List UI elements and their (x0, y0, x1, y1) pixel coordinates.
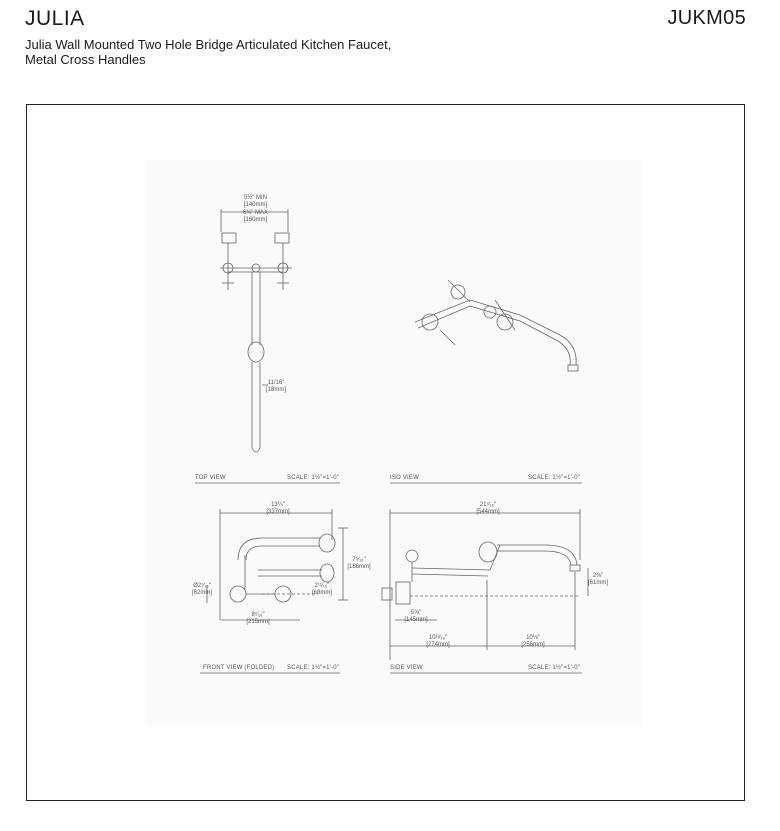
top-spout-in: 11/16" (267, 380, 285, 386)
side-spout-dimension: 10⅛" [256mm] (513, 635, 553, 649)
side-reach-dimension: 21⁷⁄₁₆" [544mm] (468, 502, 508, 516)
side-view-scale: SCALE: 1½"=1'-0" (528, 665, 581, 671)
front-offset-in: 2¹¹⁄₁₆" (314, 583, 330, 589)
front-view-label: FRONT VIEW (FOLDED) (203, 665, 275, 671)
side-drop-in: 2⅜" (592, 573, 604, 579)
top-spout-mm: [18mm] (265, 387, 286, 393)
side-body-mm: [145mm] (404, 617, 428, 623)
side-view-drawing (381, 509, 589, 660)
product-title: JULIA (25, 7, 85, 30)
top-view-label: TOP VIEW (195, 475, 226, 481)
front-base-dimension: 8⁷⁄₁₆" [215mm] (240, 612, 276, 626)
iso-view-scale: SCALE: 1½"=1'-0" (528, 475, 581, 481)
drawing-frame (26, 104, 745, 801)
iso-view-label: ISO VIEW (390, 475, 419, 481)
front-view-drawing (206, 509, 348, 621)
side-mid-mm: [274mm] (426, 642, 450, 648)
model-number: JUKM05 (667, 7, 746, 29)
side-reach-in: 21⁷⁄₁₆" (479, 502, 497, 508)
side-mid-dimension: 10¹³⁄₁₆" [274mm] (418, 635, 458, 649)
product-subtitle: Julia Wall Mounted Two Hole Bridge Artic… (25, 37, 545, 67)
front-offset-mm: [68mm] (311, 590, 332, 596)
front-height-mm: [186mm] (347, 564, 371, 570)
subtitle-line-1: Julia Wall Mounted Two Hole Bridge Artic… (25, 37, 392, 52)
side-body-dimension: 5⅝" [145mm] (398, 610, 434, 624)
side-spout-in: 10⅛" (526, 635, 540, 641)
subtitle-line-2: Metal Cross Handles (25, 52, 146, 67)
front-width-mm: [337mm] (266, 509, 290, 515)
side-mid-in: 10¹³⁄₁₆" (428, 635, 448, 641)
top-min-mm: [140mm] (243, 202, 268, 208)
top-min-dimension: 5½" MIN [140mm] (238, 195, 273, 209)
top-max-dimension: 6⅜" MAX [160mm] (238, 210, 273, 224)
side-body-in: 5⅝" (410, 610, 422, 616)
side-spout-mm: [256mm] (521, 642, 545, 648)
front-view-scale: SCALE: 1½"=1'-0" (287, 665, 340, 671)
front-flange-dimension: Ø2⁷⁄₁₆" [62mm] (186, 583, 218, 597)
top-max-mm: [160mm] (243, 217, 268, 223)
front-height-dimension: 7⁵⁄₁₆" [186mm] (344, 557, 374, 571)
front-width-in: 13¼" (271, 502, 285, 508)
side-view-label: SIDE VIEW (390, 665, 423, 671)
side-drop-mm: [61mm] (587, 580, 608, 586)
front-width-dimension: 13¼" [337mm] (260, 502, 296, 516)
side-reach-mm: [544mm] (476, 509, 500, 515)
top-view-scale: SCALE: 1½"=1'-0" (287, 475, 340, 481)
top-max-in: 6⅜" MAX (242, 210, 269, 216)
front-height-in: 7⁵⁄₁₆" (352, 557, 366, 563)
front-offset-dimension: 2¹¹⁄₁₆" [68mm] (307, 583, 337, 597)
front-flange-mm: [62mm] (191, 590, 212, 596)
top-min-in: 5½" MIN (243, 195, 268, 201)
top-spout-dimension: 11/16" [18mm] (261, 380, 291, 394)
front-base-mm: [215mm] (246, 619, 270, 625)
iso-view-drawing (414, 279, 579, 372)
side-drop-dimension: 2⅜" [61mm] (582, 573, 614, 587)
front-flange-in: Ø2⁷⁄₁₆" (193, 583, 211, 589)
front-base-in: 8⁷⁄₁₆" (251, 612, 265, 618)
top-view-drawing (220, 209, 292, 453)
